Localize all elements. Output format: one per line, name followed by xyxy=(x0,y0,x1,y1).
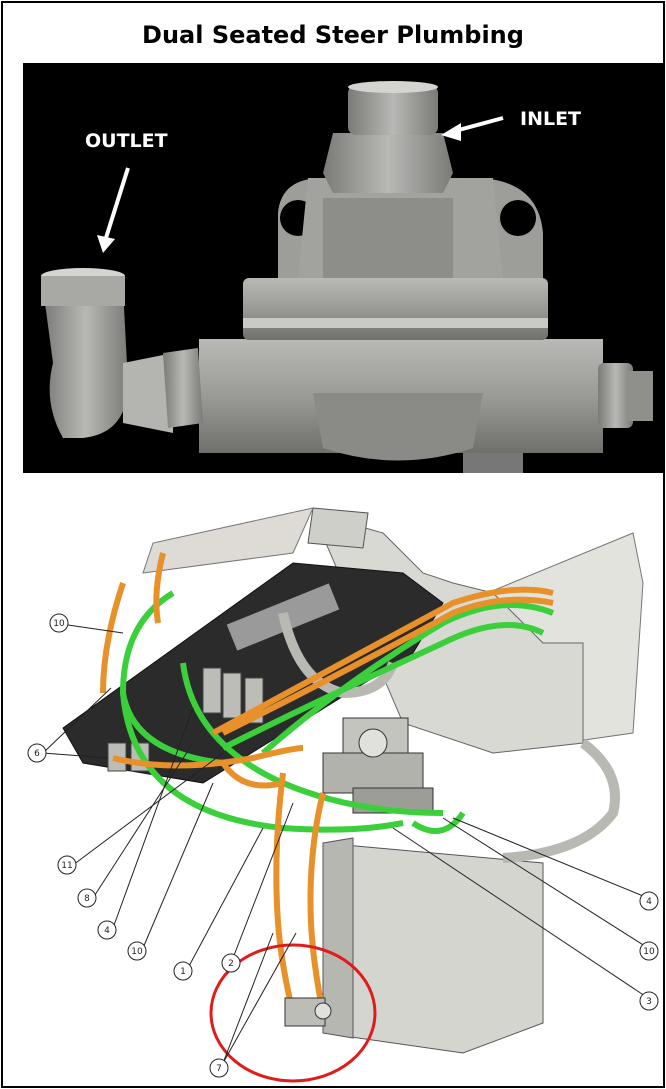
callout-2: 2 xyxy=(221,953,241,973)
orange-hoses xyxy=(100,552,554,1014)
inlet-arrowhead xyxy=(441,123,461,141)
leader-lines xyxy=(42,624,649,1064)
valve-flange xyxy=(243,278,548,340)
right-plug-nut xyxy=(598,363,633,428)
svg-text:2: 2 xyxy=(228,959,234,969)
outlet-fitting xyxy=(41,276,125,306)
valve-bowl xyxy=(313,393,483,461)
page-title: Dual Seated Steer Plumbing xyxy=(142,21,524,49)
svg-text:4: 4 xyxy=(646,897,652,907)
bottom-fitting xyxy=(284,997,332,1027)
callout-6: 6 xyxy=(27,743,47,763)
callout-11: 11 xyxy=(57,855,77,875)
svg-text:10: 10 xyxy=(131,947,143,957)
highlight-circle xyxy=(209,943,377,1083)
top-plate xyxy=(142,507,314,574)
callout-10c: 10 xyxy=(639,941,659,961)
ear-hole-right xyxy=(500,200,536,236)
svg-text:7: 7 xyxy=(216,1064,222,1074)
inlet-hex-nut xyxy=(323,133,453,193)
svg-text:1: 1 xyxy=(180,967,186,977)
callout-1: 1 xyxy=(173,961,193,981)
outlet-elbow xyxy=(43,288,128,438)
outlet-label: OUTLET xyxy=(85,130,168,152)
reservoir-box-side xyxy=(322,837,354,1039)
inlet-arrow xyxy=(454,116,504,133)
valve-render-image: OUTLET INLET xyxy=(23,63,663,473)
callout-10b: 10 xyxy=(127,941,147,961)
svg-text:3: 3 xyxy=(646,997,652,1007)
outlet-arrowhead xyxy=(97,235,115,253)
reservoir-box xyxy=(322,842,544,1054)
callout-4a: 4 xyxy=(97,920,117,940)
callout-8: 8 xyxy=(77,888,97,908)
connector-hex-nut xyxy=(163,348,203,428)
inlet-label: INLET xyxy=(520,108,582,130)
plumbing-diagram: 10 6 11 8 4 10 xyxy=(23,493,663,1083)
valve-upper-face xyxy=(323,198,453,278)
plumbing-diagram-svg: 10 6 11 8 4 10 xyxy=(27,507,659,1083)
inlet-fitting-top xyxy=(348,81,438,93)
svg-text:8: 8 xyxy=(84,894,90,904)
right-plug xyxy=(628,371,653,421)
svg-text:10: 10 xyxy=(53,619,65,629)
valve-render-svg xyxy=(41,81,653,473)
svg-text:4: 4 xyxy=(104,926,110,936)
outlet-elbow-arm xyxy=(123,353,173,433)
inlet-fitting xyxy=(348,85,438,135)
callout-4b: 4 xyxy=(639,891,659,911)
svg-text:10: 10 xyxy=(643,947,655,957)
svg-text:11: 11 xyxy=(61,861,72,871)
callout-3: 3 xyxy=(639,991,659,1011)
flange-ring xyxy=(243,318,548,328)
gray-hose-right xyxy=(502,739,620,863)
callout-7: 7 xyxy=(209,1058,229,1078)
svg-text:6: 6 xyxy=(34,749,40,759)
frame-bracket xyxy=(307,507,369,549)
callout-10a: 10 xyxy=(49,613,69,633)
outlet-arrow xyxy=(103,167,130,242)
